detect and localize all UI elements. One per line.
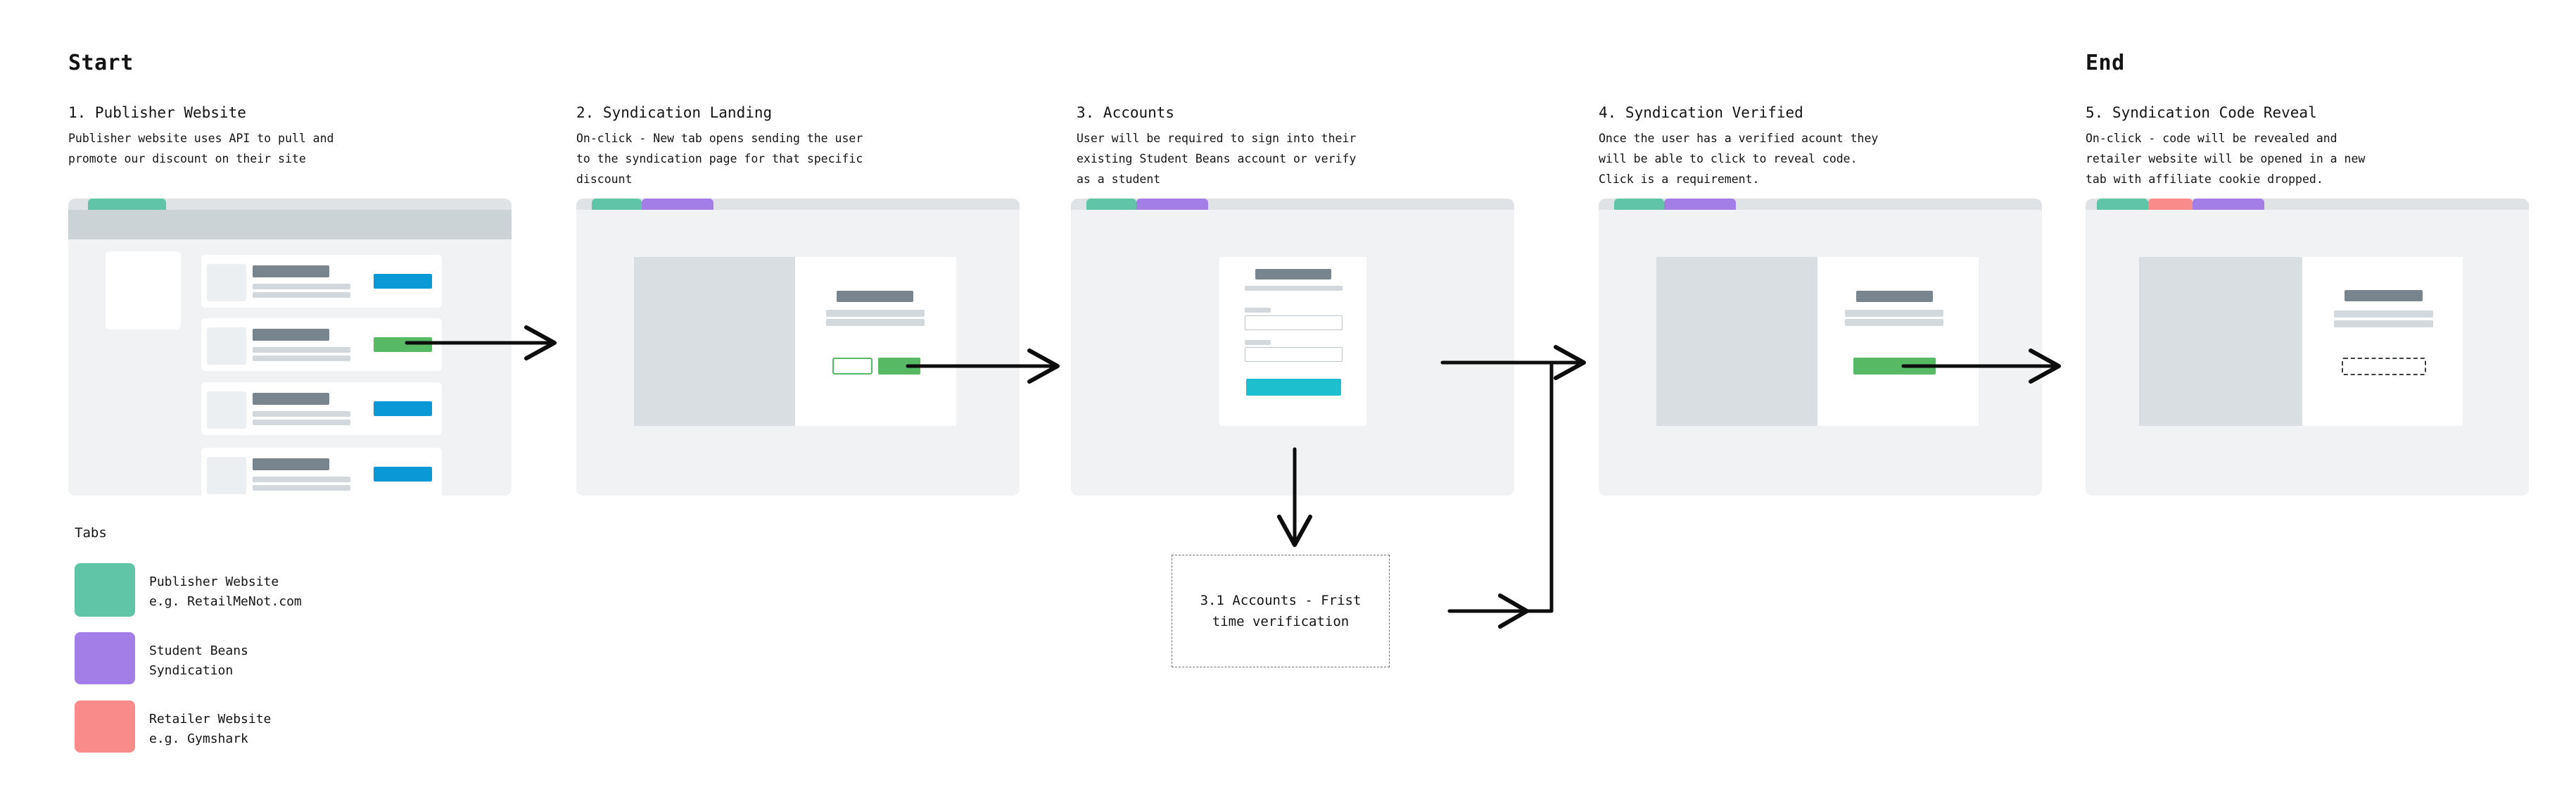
step-3-description: User will be required to sign into their… xyxy=(1077,132,1357,186)
step-1-title: 1. Publisher Website xyxy=(68,104,246,121)
offer-text-line-placeholder xyxy=(253,411,350,417)
wireframe-publisher-website xyxy=(68,199,512,501)
step-1-description: Publisher website uses API to pull and p… xyxy=(68,132,334,165)
offer-text-line-placeholder xyxy=(253,485,350,491)
offer-text-line-placeholder xyxy=(253,420,350,425)
discount-panel-placeholder xyxy=(2302,257,2463,426)
discount-title-placeholder xyxy=(2345,290,2423,301)
step-5-title: 5. Syndication Code Reveal xyxy=(2086,104,2317,121)
offer-title-placeholder xyxy=(253,329,329,341)
end-label: End xyxy=(2086,51,2125,75)
sign-in-button-placeholder xyxy=(1246,379,1341,396)
step-4-title: 4. Syndication Verified xyxy=(1599,104,1803,121)
site-header-placeholder xyxy=(68,210,512,239)
legend-title: Tabs xyxy=(75,525,107,541)
offer-title-placeholder xyxy=(253,393,329,405)
offer-cta-button-placeholder xyxy=(374,274,432,289)
offer-row-placeholder xyxy=(201,255,442,308)
offer-text-line-placeholder xyxy=(253,292,350,298)
step-4-description: Once the user has a verified acount they… xyxy=(1599,132,1879,186)
reveal-code-button-placeholder xyxy=(1853,358,1936,375)
offer-logo-placeholder xyxy=(207,457,246,494)
modal-title-placeholder xyxy=(1255,269,1331,279)
offer-row-placeholder xyxy=(201,448,442,501)
offer-cta-button-clicked-placeholder xyxy=(374,337,432,352)
hero-image-placeholder xyxy=(2139,257,2302,426)
offer-cta-button-placeholder xyxy=(374,467,432,482)
wireframe-syndication-verified xyxy=(1599,199,2042,496)
hero-image-placeholder xyxy=(634,257,795,426)
email-input-placeholder xyxy=(1245,315,1343,330)
text-line-placeholder xyxy=(826,310,925,317)
secondary-button-placeholder xyxy=(832,358,873,375)
text-line-placeholder xyxy=(1845,310,1943,317)
syndication-tab xyxy=(642,199,713,210)
get-code-button-placeholder xyxy=(878,358,920,375)
wireframe-code-reveal xyxy=(2086,199,2529,496)
discount-title-placeholder xyxy=(837,291,913,302)
text-line-placeholder xyxy=(1245,286,1343,291)
publisher-tab xyxy=(2097,199,2148,210)
text-line-placeholder xyxy=(1845,319,1943,326)
revealed-code-placeholder xyxy=(2342,358,2426,375)
syndication-tab xyxy=(1664,199,1736,210)
retailer-tab xyxy=(2148,199,2193,210)
syndication-tab xyxy=(1136,199,1208,210)
password-input-placeholder xyxy=(1245,347,1343,362)
discount-title-placeholder xyxy=(1856,291,1933,302)
discount-panel-placeholder xyxy=(1817,257,1979,426)
browser-tab-bar xyxy=(68,199,512,210)
step-2-title: 2. Syndication Landing xyxy=(576,104,773,121)
offer-text-line-placeholder xyxy=(253,347,350,353)
offer-text-line-placeholder xyxy=(253,356,350,361)
legend-swatch-retailer xyxy=(75,700,135,753)
legend-label-retailer: Retailer Website e.g. Gymshark xyxy=(149,712,272,746)
offer-row-placeholder xyxy=(201,382,442,435)
wireframe-accounts xyxy=(1071,199,1514,496)
sidebar-placeholder xyxy=(106,251,181,329)
discount-panel-placeholder xyxy=(795,257,956,426)
offer-text-line-placeholder xyxy=(253,284,350,289)
wireframe-syndication-landing xyxy=(576,199,1020,496)
legend-label-publisher: Publisher Website e.g. RetailMeNot.com xyxy=(149,574,302,609)
step-2-description: On-click - New tab opens sending the use… xyxy=(576,132,863,186)
offer-row-placeholder-active xyxy=(201,318,442,371)
step-3-title: 3. Accounts xyxy=(1077,104,1175,121)
syndication-tab xyxy=(2193,199,2264,210)
field-label-placeholder xyxy=(1245,308,1271,313)
text-line-placeholder xyxy=(2334,310,2433,318)
text-line-placeholder xyxy=(2334,320,2433,327)
hero-image-placeholder xyxy=(1656,257,1817,426)
step-5-description: On-click - code will be revealed and ret… xyxy=(2086,132,2366,186)
offer-text-line-placeholder xyxy=(253,477,350,482)
publisher-tab xyxy=(1086,199,1136,210)
field-label-placeholder xyxy=(1245,340,1271,345)
login-modal-placeholder xyxy=(1219,257,1366,426)
publisher-tab xyxy=(592,199,642,210)
browser-tab-bar xyxy=(2086,199,2529,210)
text-line-placeholder xyxy=(826,319,925,326)
legend-swatch-syndication xyxy=(75,632,135,684)
offer-title-placeholder xyxy=(253,265,329,277)
start-label: Start xyxy=(68,51,134,75)
offer-cta-button-placeholder xyxy=(374,401,432,416)
browser-tab-bar xyxy=(1599,199,2042,210)
browser-tab-bar xyxy=(1071,199,1514,210)
publisher-tab xyxy=(1614,199,1664,210)
offer-logo-placeholder xyxy=(207,327,246,365)
offer-title-placeholder xyxy=(253,458,329,470)
offer-logo-placeholder xyxy=(207,264,246,301)
browser-tab-bar xyxy=(576,199,1020,210)
offer-logo-placeholder xyxy=(207,391,246,429)
note-box-first-time-verification: 3.1 Accounts - Frist time verification xyxy=(1172,555,1390,667)
legend-swatch-publisher xyxy=(75,563,135,617)
legend-label-syndication: Student Beans Syndication xyxy=(149,643,248,678)
publisher-tab xyxy=(88,199,166,210)
